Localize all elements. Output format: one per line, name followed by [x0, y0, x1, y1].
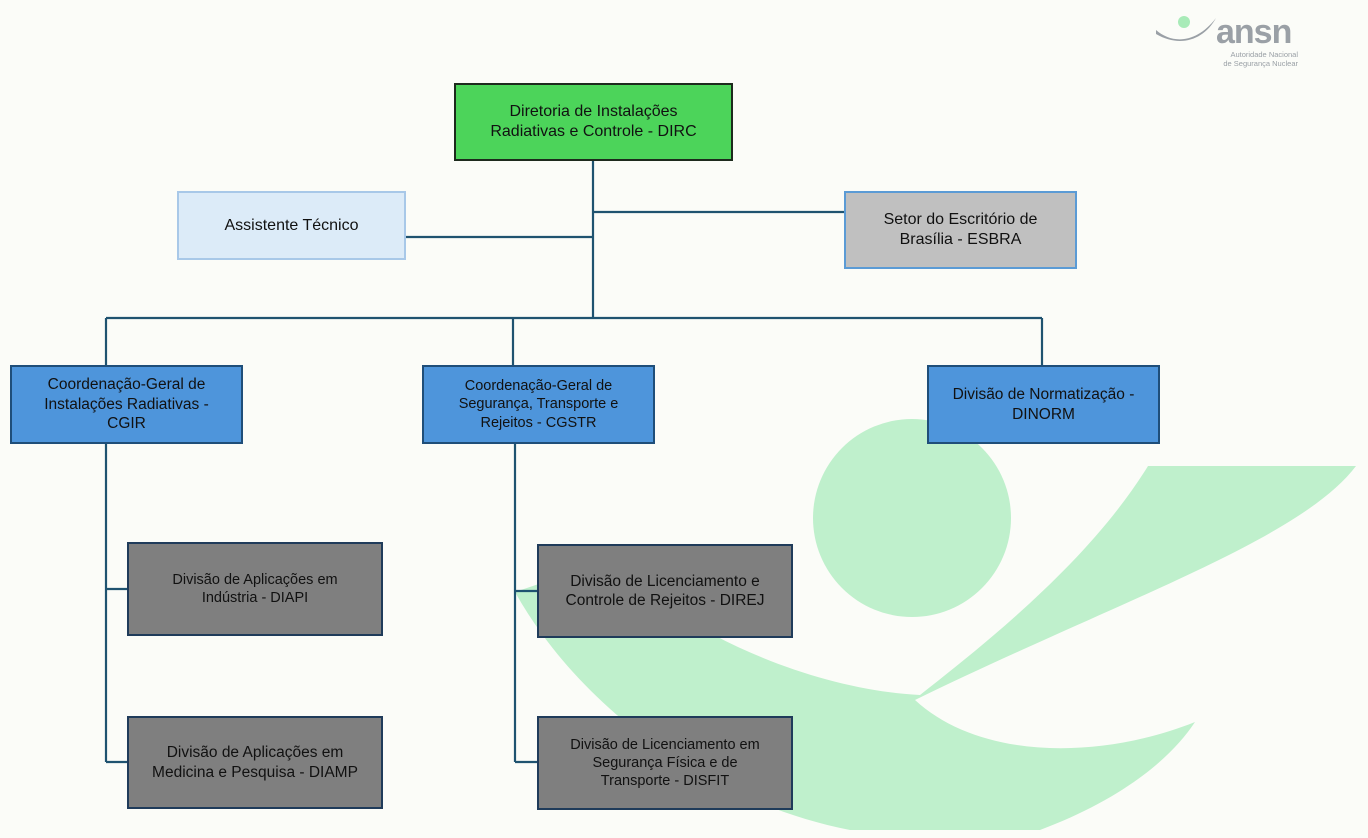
node-esbra: Setor do Escritório de Brasília - ESBRA [844, 191, 1077, 269]
node-cgstr: Coordenação-Geral de Segurança, Transpor… [422, 365, 655, 444]
node-disfit: Divisão de Licenciamento em Segurança Fí… [537, 716, 793, 810]
node-diapi-label: Divisão de Aplicações em Indústria - DIA… [172, 571, 338, 606]
node-assistente: Assistente Técnico [177, 191, 406, 260]
node-dinorm-label: Divisão de Normatização - DINORM [952, 386, 1135, 423]
node-disfit-label: Divisão de Licenciamento em Segurança Fí… [570, 736, 760, 790]
node-diapi: Divisão de Aplicações em Indústria - DIA… [127, 542, 383, 636]
ansn-emblem-icon [1156, 16, 1216, 41]
node-dirc-label: Diretoria de Instalações Radiativas e Co… [490, 103, 697, 140]
node-direj: Divisão de Licenciamento e Controle de R… [537, 544, 793, 638]
logo-wordmark: ansn [1216, 13, 1292, 51]
node-esbra-label: Setor do Escritório de Brasília - ESBRA [883, 211, 1038, 248]
node-cgir: Coordenação-Geral de Instalações Radiati… [10, 365, 243, 444]
node-dirc: Diretoria de Instalações Radiativas e Co… [454, 83, 733, 161]
logo-subtitle-line1: Autoridade Nacional [1230, 50, 1298, 59]
node-diamp: Divisão de Aplicações em Medicina e Pesq… [127, 716, 383, 809]
logo-subtitle-line2: de Segurança Nuclear [1223, 59, 1298, 68]
node-diamp-label: Divisão de Aplicações em Medicina e Pesq… [152, 744, 358, 781]
node-assistente-label: Assistente Técnico [224, 216, 359, 234]
node-cgstr-label: Coordenação-Geral de Segurança, Transpor… [458, 378, 619, 431]
watermark-circle [813, 419, 1011, 617]
node-dinorm: Divisão de Normatização - DINORM [927, 365, 1160, 444]
node-cgir-label: Coordenação-Geral de Instalações Radiati… [44, 376, 209, 433]
logo-subtitle: Autoridade Nacional de Segurança Nuclear [1218, 50, 1298, 68]
node-direj-label: Divisão de Licenciamento e Controle de R… [565, 572, 765, 609]
ansn-logo: ansn Autoridade Nacional de Segurança Nu… [1152, 14, 1302, 70]
